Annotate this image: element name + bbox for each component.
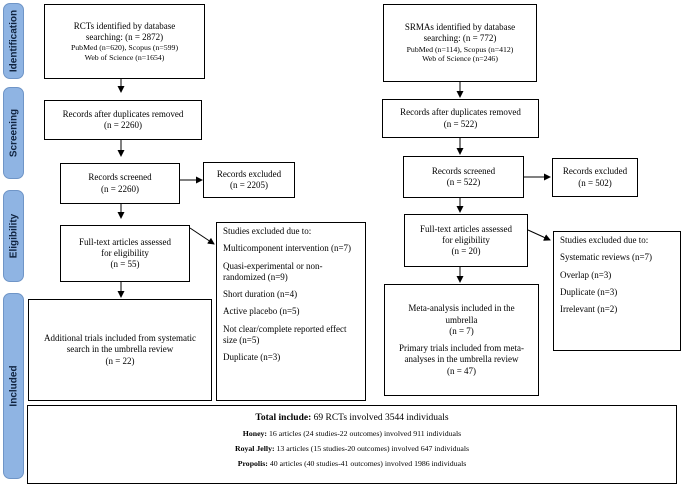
arrow-rct-fulltext-to-excluded-studies	[189, 227, 215, 245]
srma-included-box: Meta-analysis included in the umbrella (…	[384, 284, 539, 396]
royal-jelly-label: Royal Jelly:	[234, 444, 275, 453]
rct-after-duplicates-line1: Records after duplicates removed	[62, 108, 184, 119]
srma-screened-box: Records screened (n = 522)	[403, 156, 524, 198]
srma-excluded-line2: (n = 502)	[578, 177, 612, 188]
rct-excluded-reason: Active placebo (n=5)	[223, 306, 300, 317]
rct-identified-box: RCTs identified by database searching: (…	[44, 4, 205, 79]
rct-fulltext-line3: (n = 55)	[110, 259, 140, 270]
honey-text: 16 articles (24 studies-22 outcomes) inv…	[268, 429, 462, 438]
rct-additional-line1: Additional trials included from systemat…	[44, 333, 196, 344]
srma-fulltext-box: Full-text articles assessed for eligibil…	[404, 214, 528, 267]
rct-additional-line3: (n = 22)	[105, 355, 135, 366]
propolis-label: Propolis:	[237, 459, 268, 468]
rct-screened-line1: Records screened	[88, 172, 152, 183]
rct-additional-line2: search in the umbrella review	[66, 344, 174, 355]
rct-identified-line3: PubMed (n=620), Scopus (n=599)	[70, 43, 179, 53]
srma-fulltext-line2: for eligibility	[442, 234, 490, 245]
arrow-srma-fulltext-to-excluded-studies	[527, 229, 551, 241]
srma-excluded-box: Records excluded (n = 502)	[552, 158, 638, 197]
total-include-line: Total include: 69 RCTs involved 3544 ind…	[28, 413, 676, 423]
srma-excluded-reason: Overlap (n=3)	[560, 269, 612, 280]
total-include-text: 69 RCTs involved 3544 individuals	[313, 413, 449, 423]
srma-included-line4: Primary trials included from meta-	[399, 343, 524, 353]
rct-studies-excluded-heading: Studies excluded due to:	[223, 226, 312, 236]
rct-screened-line2: (n = 2260)	[100, 183, 140, 194]
srma-identified-line4: Web of Science (n=246)	[422, 54, 498, 64]
srma-excluded-reason: Irrelevant (n=2)	[560, 304, 618, 314]
srma-identified-line3: PubMed (n=114), Scopus (n=412)	[406, 44, 514, 54]
srma-screened-line1: Records screened	[431, 165, 496, 176]
rct-after-duplicates-box: Records after duplicates removed (n = 22…	[44, 100, 202, 140]
srma-excluded-line1: Records excluded	[562, 166, 628, 177]
srma-identified-line2: searching: (n = 772)	[423, 33, 497, 44]
rct-additional-box: Additional trials included from systemat…	[28, 299, 212, 401]
rct-studies-excluded-box: Studies excluded due to: Multicomponent …	[216, 222, 366, 401]
srma-after-duplicates-line1: Records after duplicates removed	[400, 107, 521, 118]
phase-screening: Screening	[3, 87, 24, 179]
rct-identified-line2: searching: (n = 2872)	[85, 31, 164, 42]
rct-identified-line1: RCTs identified by database	[73, 20, 176, 31]
srma-fulltext-line1: Full-text articles assessed	[420, 223, 512, 234]
rct-excluded-reason: Short duration (n=4)	[223, 289, 298, 299]
total-include-box: Total include: 69 RCTs involved 3544 ind…	[27, 405, 677, 484]
rct-excluded-box: Records excluded (n = 2205)	[203, 162, 295, 198]
rct-excluded-reason: Duplicate (n=3)	[223, 352, 281, 362]
rct-excluded-reason: Not clear/complete reported effect size …	[223, 323, 347, 345]
rct-excluded-reason: Quasi-experimental or non-randomized (n=…	[223, 260, 323, 282]
srma-included-line3: (n = 7)	[449, 325, 474, 336]
srma-included-line5: analyses in the umbrella review	[404, 354, 519, 365]
rct-screened-box: Records screened (n = 2260)	[60, 163, 180, 204]
srma-included-line1: Meta-analysis included in the	[408, 303, 515, 314]
propolis-line: Propolis: 40 articles (40 studies-41 out…	[28, 459, 676, 468]
rct-fulltext-line2: for eligibility	[101, 247, 149, 258]
srma-studies-excluded-box: Studies excluded due to: Systematic revi…	[553, 231, 681, 351]
phase-eligibility: Eligibility	[3, 190, 24, 282]
rct-excluded-line2: (n = 2205)	[229, 180, 269, 190]
phase-included: Included	[3, 293, 24, 479]
srma-included-line2: umbrella	[445, 314, 478, 325]
rct-fulltext-box: Full-text articles assessed for eligibil…	[60, 225, 190, 282]
propolis-text: 40 articles (40 studies-41 outcomes) inv…	[269, 459, 467, 468]
royal-jelly-text: 13 articles (15 studies-20 outcomes) inv…	[276, 444, 470, 453]
total-include-label: Total include:	[255, 413, 312, 423]
rct-fulltext-line1: Full-text articles assessed	[79, 236, 171, 247]
honey-label: Honey:	[242, 429, 268, 438]
srma-identified-line1: SRMAs identified by database	[404, 22, 516, 33]
honey-line: Honey: 16 articles (24 studies-22 outcom…	[28, 429, 676, 438]
rct-excluded-line1: Records excluded	[216, 168, 282, 179]
srma-after-duplicates-line2: (n = 522)	[443, 118, 478, 129]
royal-jelly-line: Royal Jelly: 13 articles (15 studies-20 …	[28, 444, 676, 453]
srma-excluded-reason: Systematic reviews (n=7)	[560, 252, 653, 263]
srma-included-line6: (n = 47)	[446, 365, 477, 376]
srma-excluded-reason: Duplicate (n=3)	[560, 286, 618, 297]
srma-studies-excluded-heading: Studies excluded due to:	[560, 235, 649, 245]
srma-identified-box: SRMAs identified by database searching: …	[383, 4, 537, 82]
srma-screened-line2: (n = 522)	[446, 177, 481, 187]
rct-excluded-reason: Multicomponent intervention (n=7)	[223, 243, 352, 254]
srma-after-duplicates-box: Records after duplicates removed (n = 52…	[382, 99, 539, 138]
srma-fulltext-line3: (n = 20)	[451, 246, 481, 257]
rct-identified-line4: Web of Science (n=1654)	[84, 52, 165, 62]
phase-identification: Identification	[3, 3, 24, 79]
rct-after-duplicates-line2: (n = 2260)	[103, 120, 143, 130]
